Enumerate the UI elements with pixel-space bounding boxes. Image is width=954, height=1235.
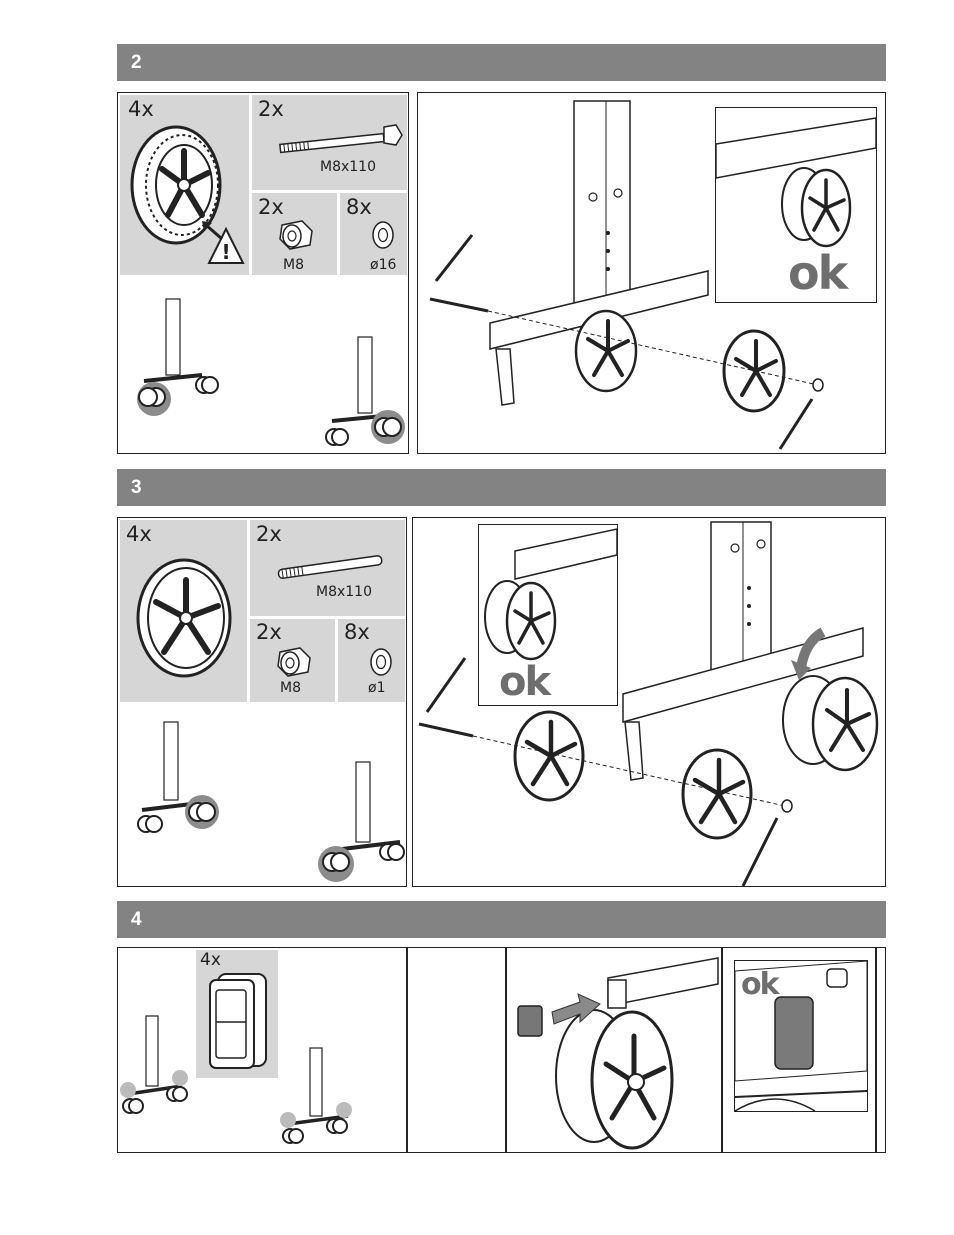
- wrench-icon: [436, 235, 472, 281]
- nut-qty: 2x: [256, 620, 282, 644]
- cap-insertion-drawing: [508, 950, 720, 1152]
- stand-diagram-right: [314, 758, 408, 884]
- nut-label: M8: [280, 680, 301, 696]
- ok-label: ok: [788, 246, 846, 300]
- bolt-qty: 2x: [258, 97, 284, 121]
- bolt-icon: [276, 121, 406, 151]
- svg-text:!: !: [221, 240, 230, 264]
- bolt-label: M8x110: [316, 584, 372, 600]
- arrow-icon: [202, 221, 224, 241]
- ok-inset: ok: [478, 524, 618, 706]
- washer-icon: [370, 219, 396, 251]
- step-number: 4: [131, 909, 142, 931]
- bolt-label: M8x110: [320, 159, 376, 175]
- step-2-assembly-panel: ok: [417, 92, 886, 454]
- step-number: 2: [131, 52, 142, 74]
- bolt-icon: [274, 546, 404, 580]
- ok-inset: ok: [734, 960, 868, 1112]
- washer-label: ø1: [368, 680, 385, 696]
- stand-diagram-left: [132, 293, 242, 423]
- stand-diagram-right: [276, 1046, 366, 1150]
- wheel-qty: 4x: [126, 522, 152, 546]
- nut-icon: [276, 217, 316, 253]
- step-3-parts-panel: 4x 2x M8x110 2x M8 8x ø1: [117, 517, 407, 887]
- ok-inset: ok: [715, 107, 877, 303]
- stand-diagram-right: [318, 331, 408, 451]
- nut-qty: 2x: [258, 195, 284, 219]
- wheel-qty: 4x: [128, 97, 154, 121]
- step-number: 3: [131, 477, 142, 499]
- washer-label: ø16: [370, 257, 396, 273]
- washer-qty: 8x: [344, 620, 370, 644]
- nut-label: M8: [283, 257, 304, 273]
- step-2-parts-panel: 4x 2x M8x110 2x M8 8x ø16 !: [117, 92, 409, 454]
- nut-icon: [274, 644, 314, 680]
- washer-qty: 8x: [346, 195, 372, 219]
- ok-label: ok: [741, 967, 778, 1002]
- step-4-header: 4: [117, 901, 886, 938]
- stand-diagram-left: [132, 718, 242, 848]
- bolt-qty: 2x: [256, 522, 282, 546]
- step-4-panel: 4x: [117, 947, 886, 1153]
- washer-icon: [368, 646, 394, 678]
- end-cap-icon: [204, 972, 270, 1072]
- step-2-header: 2: [117, 44, 886, 81]
- stand-diagram-left: [122, 1014, 212, 1124]
- wheel-icon: [134, 556, 234, 680]
- step-3-assembly-panel: ok: [412, 517, 886, 887]
- cap-qty: 4x: [200, 950, 221, 970]
- step-3-header: 3: [117, 469, 886, 506]
- ok-label: ok: [499, 659, 549, 705]
